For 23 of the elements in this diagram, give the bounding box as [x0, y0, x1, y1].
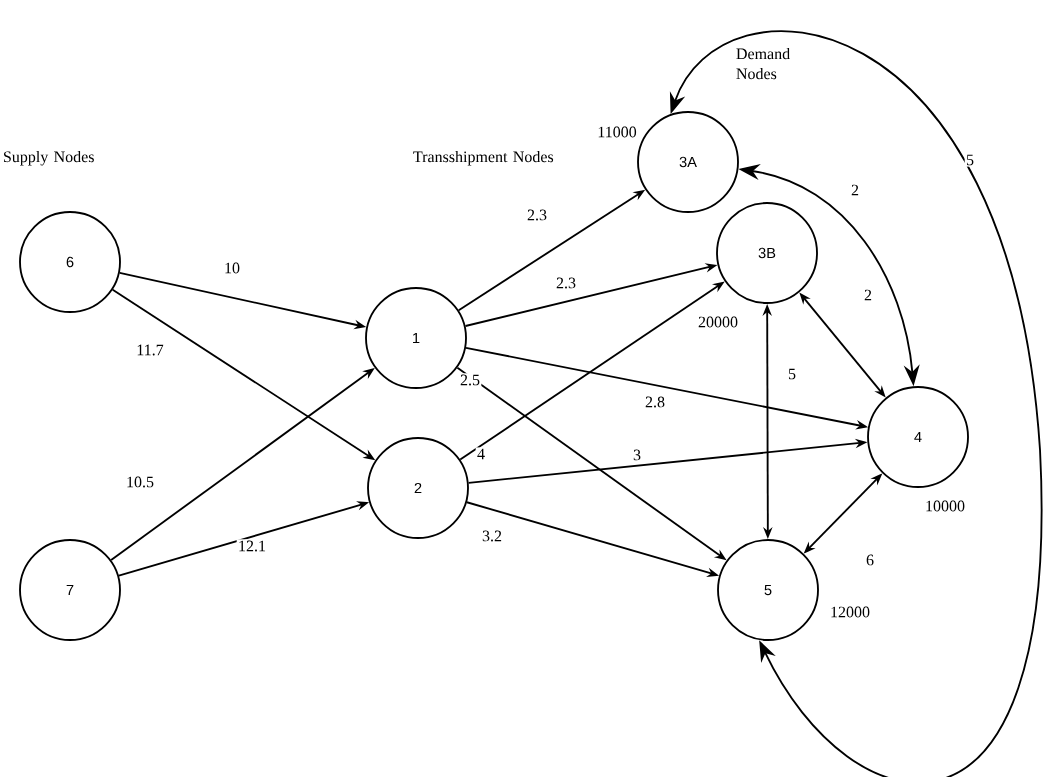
edge-label: 2	[849, 183, 861, 197]
edge-label: 10.5	[124, 475, 156, 489]
edge-label: 6	[864, 553, 876, 567]
edge-label: 2.3	[525, 208, 549, 222]
edge-label: 12.1	[236, 539, 268, 553]
group-heading: Transshipment Nodes	[413, 150, 554, 166]
edge-label: 5	[786, 367, 798, 381]
edge-label: 10	[222, 261, 242, 275]
edge-label: 2.8	[643, 395, 667, 409]
edge-label: 4	[475, 447, 487, 461]
quantity-label: 12000	[831, 606, 870, 618]
edge-label: 5	[964, 153, 976, 167]
quantity-label: 11000	[598, 126, 637, 138]
group-heading: Supply Nodes	[4, 150, 94, 166]
quantity-label: 20000	[698, 316, 738, 328]
edge-label: 2.5	[458, 373, 482, 387]
edge-label: 2	[862, 288, 874, 302]
edge-label: 11.7	[134, 343, 166, 357]
edge-label: 3	[631, 448, 643, 462]
group-heading: Demand Nodes	[736, 47, 790, 80]
edge-label: 3.2	[480, 529, 504, 543]
quantity-label: 10000	[926, 500, 965, 512]
edge-label: 2.3	[554, 276, 578, 290]
